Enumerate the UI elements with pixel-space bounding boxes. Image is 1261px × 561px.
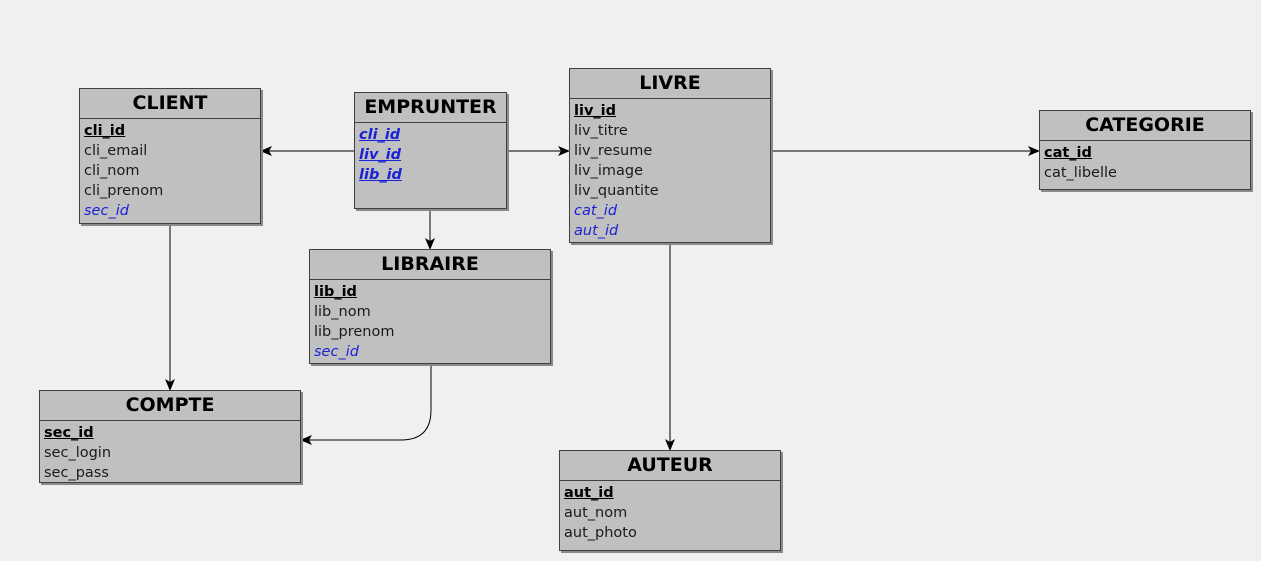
entity-categorie[interactable]: CATEGORIE cat_id cat_libelle [1039, 110, 1251, 190]
entity-title: CLIENT [80, 89, 260, 119]
field-cat-libelle: cat_libelle [1044, 165, 1117, 181]
field-sec-pass: sec_pass [44, 465, 109, 481]
field-cli-email: cli_email [84, 143, 148, 159]
field-liv-quantite: liv_quantite [574, 183, 659, 199]
field-cat-id: cat_id [574, 203, 618, 219]
field-aut-photo: aut_photo [564, 525, 637, 541]
field-sec-id: sec_id [84, 203, 129, 219]
field-sec-id: sec_id [44, 425, 94, 441]
entity-title: COMPTE [40, 391, 300, 421]
entity-auteur[interactable]: AUTEUR aut_id aut_nom aut_photo [559, 450, 781, 551]
entity-title: LIBRAIRE [310, 250, 550, 280]
field-lib-id: lib_id [314, 284, 357, 300]
entity-title: CATEGORIE [1040, 111, 1250, 141]
field-liv-id: liv_id [359, 147, 401, 163]
entity-title: EMPRUNTER [355, 93, 506, 123]
link-libraire-compte [300, 364, 432, 445]
entity-livre[interactable]: LIVRE liv_id liv_titre liv_resume liv_im… [569, 68, 771, 243]
entity-title: AUTEUR [560, 451, 780, 481]
entity-title: LIVRE [570, 69, 770, 99]
field-aut-nom: aut_nom [564, 505, 628, 521]
field-aut-id: aut_id [574, 223, 619, 239]
field-cli-prenom: cli_prenom [84, 183, 164, 199]
field-sec-login: sec_login [44, 445, 112, 461]
field-liv-id: liv_id [574, 103, 616, 119]
field-cli-id: cli_id [359, 127, 401, 143]
field-aut-id: aut_id [564, 485, 614, 501]
field-lib-nom: lib_nom [314, 304, 371, 320]
field-lib-id: lib_id [359, 167, 402, 183]
field-sec-id: sec_id [314, 344, 359, 360]
field-liv-image: liv_image [574, 163, 644, 179]
field-liv-titre: liv_titre [574, 123, 628, 139]
field-cli-id: cli_id [84, 123, 126, 139]
entity-compte[interactable]: COMPTE sec_id sec_login sec_pass [39, 390, 301, 483]
field-liv-resume: liv_resume [574, 143, 653, 159]
entity-libraire[interactable]: LIBRAIRE lib_id lib_nom lib_prenom sec_i… [309, 249, 551, 364]
entity-emprunter[interactable]: EMPRUNTER cli_id liv_id lib_id [354, 92, 507, 209]
field-lib-prenom: lib_prenom [314, 324, 395, 340]
field-cli-nom: cli_nom [84, 163, 140, 179]
entity-client[interactable]: CLIENT cli_id cli_email cli_nom cli_pren… [79, 88, 261, 224]
field-cat-id: cat_id [1044, 145, 1092, 161]
